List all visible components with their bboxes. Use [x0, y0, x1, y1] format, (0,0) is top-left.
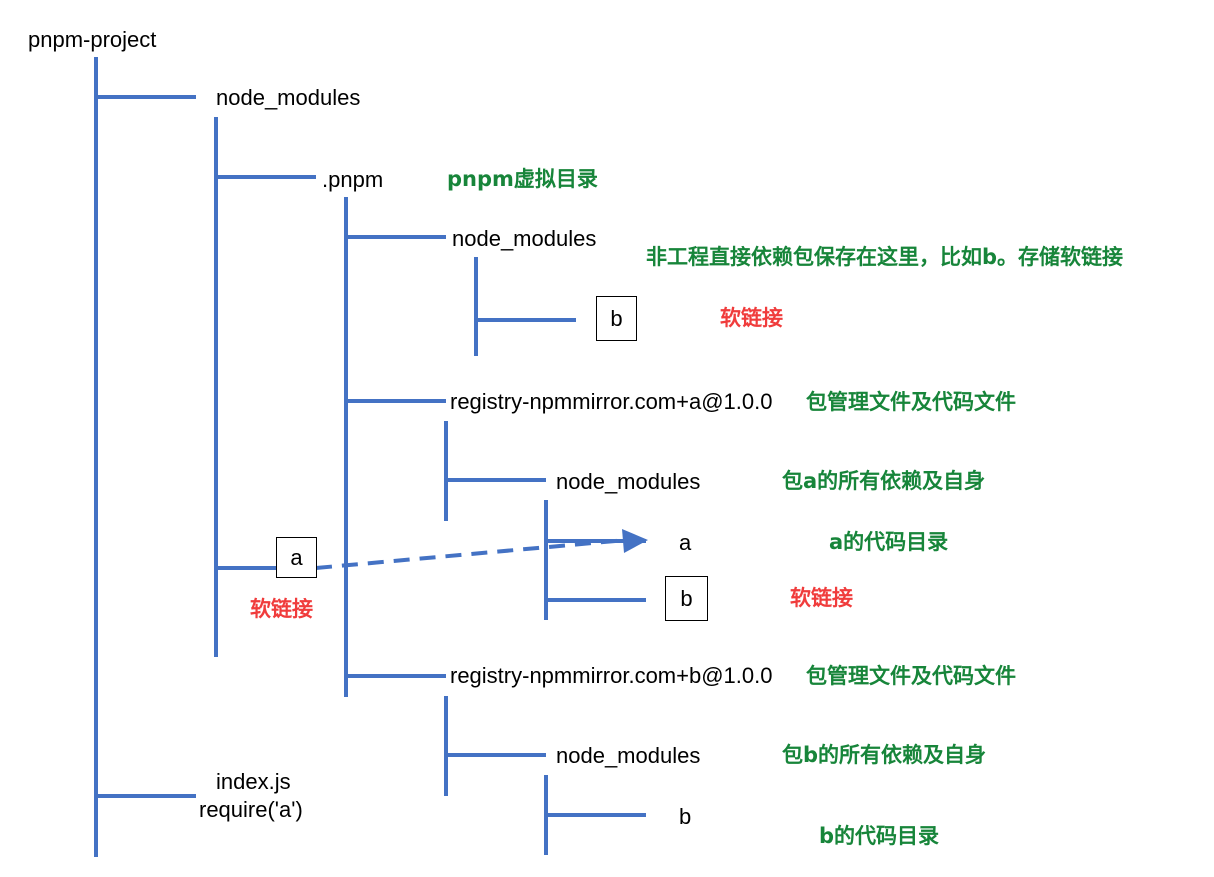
- b-code-dir-note: b的代码目录: [819, 824, 940, 848]
- a-all-deps-note: 包a的所有依赖及自身: [782, 469, 986, 493]
- a-b-link-box: b: [665, 576, 708, 621]
- soft-link-dashed-arrow: [315, 538, 627, 570]
- pnpm-node-modules-label: node_modules: [452, 226, 597, 251]
- pkg-files-a-note: 包管理文件及代码文件: [806, 390, 1016, 414]
- non-direct-deps-note: 非工程直接依赖包保存在这里，比如b。存储软链接: [646, 245, 1124, 269]
- b-link-box: b: [596, 296, 637, 341]
- pnpm-virtual-note: pnpm虚拟目录: [447, 167, 598, 191]
- registry-b-label: registry-npmmirror.com+b@1.0.0: [450, 663, 773, 688]
- b-dir-label: b: [679, 804, 692, 829]
- soft-link-root-note: 软链接: [250, 597, 313, 621]
- pnpm-dir-label: .pnpm: [322, 167, 384, 192]
- a-node-modules-label: node_modules: [556, 469, 701, 494]
- registry-a-label: registry-npmmirror.com+a@1.0.0: [450, 389, 773, 414]
- pkg-files-b-note: 包管理文件及代码文件: [806, 664, 1016, 688]
- root-label: pnpm-project: [28, 27, 157, 52]
- b-node-modules-label: node_modules: [556, 743, 701, 768]
- node-modules-label: node_modules: [216, 85, 361, 110]
- a-b-link-label: b: [680, 585, 693, 611]
- soft-link-note-1: 软链接: [720, 306, 783, 330]
- soft-link-note-2: 软链接: [790, 586, 853, 610]
- root-a-link-label: a: [290, 544, 303, 570]
- require-label: require('a'): [199, 797, 303, 822]
- root-a-link-box: a: [276, 537, 317, 578]
- arrow-head-icon: [622, 529, 648, 553]
- index-js-label: index.js: [216, 769, 291, 794]
- b-link-label: b: [610, 305, 623, 331]
- b-all-deps-note: 包b的所有依赖及自身: [782, 743, 987, 767]
- a-code-dir-note: a的代码目录: [829, 530, 949, 554]
- a-dir-label: a: [679, 530, 692, 555]
